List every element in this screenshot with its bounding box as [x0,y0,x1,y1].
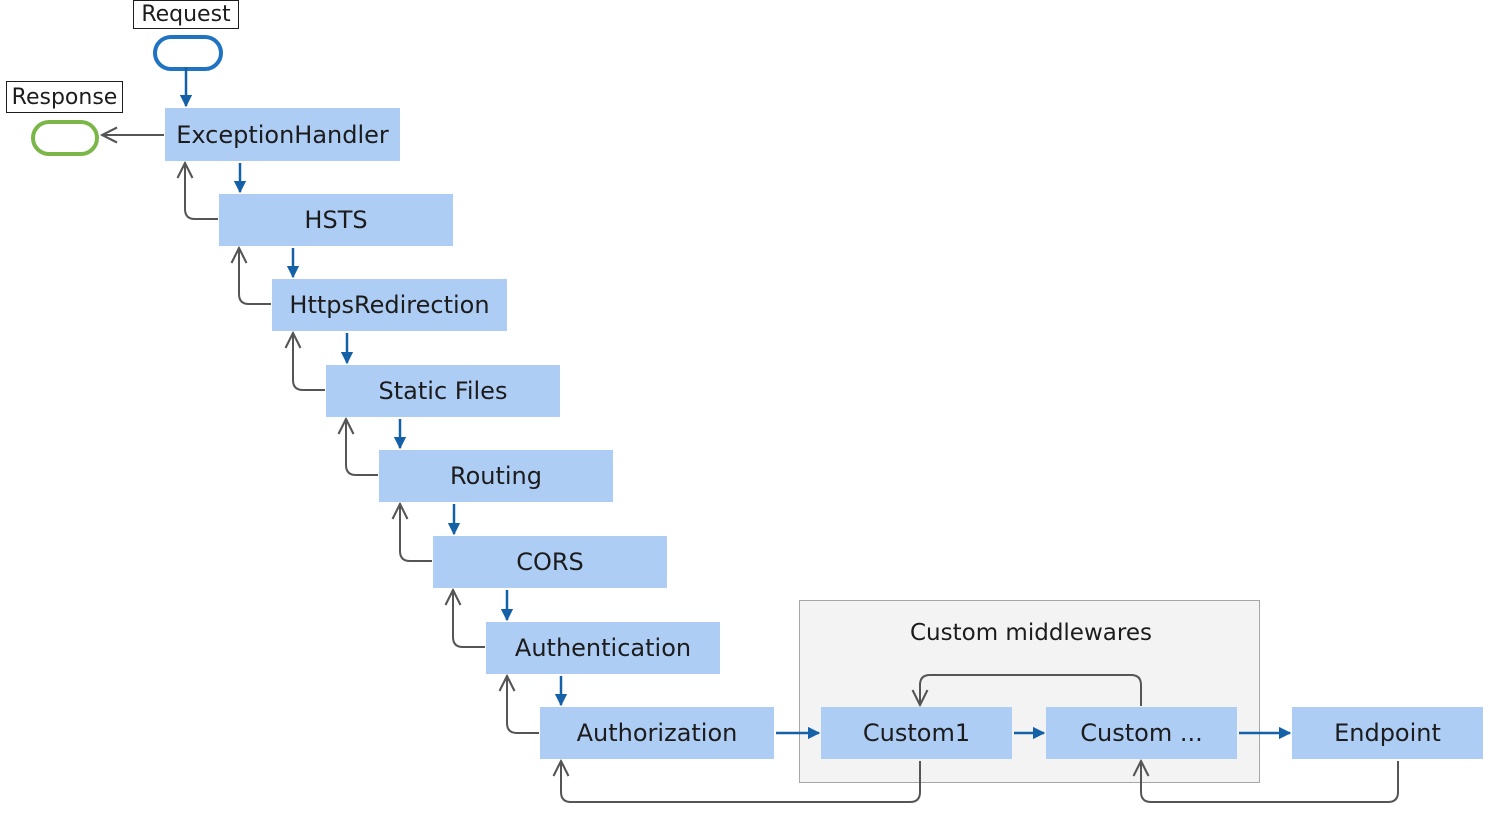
middleware-label: Authentication [514,634,692,662]
middleware-authorization: Authorization [540,707,774,759]
request-label: Request [133,0,239,29]
middleware-label: Static Files [378,377,508,405]
custom-more-box: Custom ... [1046,707,1237,759]
custom-middlewares-title: Custom middlewares [910,620,1152,646]
custom1-box: Custom1 [821,707,1012,759]
endpoint-label: Endpoint [1334,719,1441,747]
response-label: Response [6,81,123,113]
endpoint-box: Endpoint [1292,707,1483,759]
response-arrows [102,135,1399,803]
middleware-static-files: Static Files [326,365,560,417]
response-pill [31,120,99,156]
middleware-label: HSTS [304,206,368,234]
response-arrow [185,163,218,220]
response-arrow [293,333,325,391]
middleware-label: ExceptionHandler [176,120,389,149]
middleware-label: CORS [516,548,584,576]
middleware-label: HttpsRedirection [289,291,490,319]
response-arrow [346,419,378,476]
custom-more-label: Custom ... [1080,719,1203,747]
response-arrow [920,674,1142,706]
middleware-routing: Routing [379,450,613,502]
request-arrows [179,67,1292,740]
custom1-label: Custom1 [862,719,971,747]
middleware-https-redirection: HttpsRedirection [272,279,507,331]
response-arrow [507,676,539,734]
request-pill [153,35,223,71]
middleware-cors: CORS [433,536,667,588]
response-arrow [239,248,271,305]
middleware-authentication: Authentication [486,622,720,674]
response-arrow [561,761,921,803]
middleware-label: Routing [449,462,542,490]
response-arrow [400,504,432,562]
middleware-hsts: HSTS [219,194,453,246]
middleware-exception-handler: ExceptionHandler [165,108,400,161]
response-arrow [453,590,485,648]
middleware-label: Authorization [576,719,738,747]
response-arrow [1141,761,1399,803]
